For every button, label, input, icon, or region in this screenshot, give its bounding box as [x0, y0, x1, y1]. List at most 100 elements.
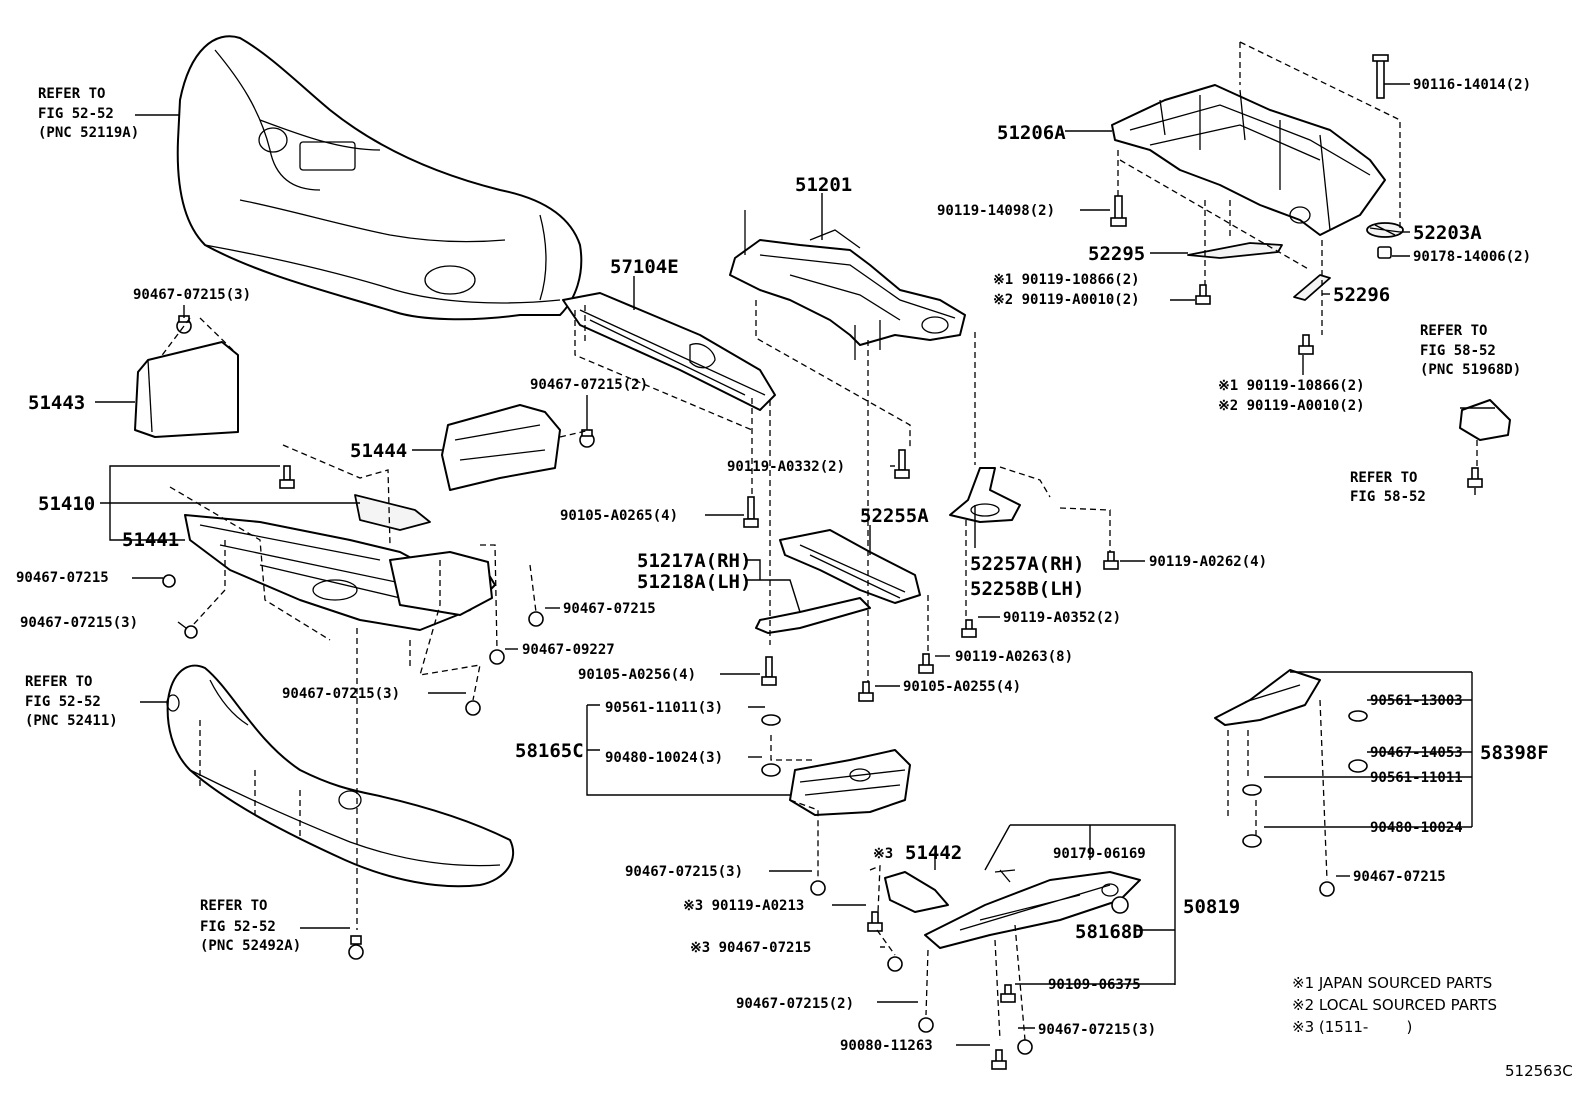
shield-58168D-illustration — [924, 869, 1141, 949]
label-90119-A0213: ※3 90119-A0213 — [683, 898, 804, 914]
bolt-icon — [961, 619, 977, 638]
label-90467-07215-mid: 90467-07215 — [563, 601, 656, 617]
refer-fig-52-52-line1: REFER TO — [38, 86, 105, 102]
bolt-icon — [1372, 54, 1389, 99]
label-90109-06375: 90109-06375 — [1048, 977, 1141, 993]
label-90480-10024: 90480-10024 — [1370, 820, 1463, 836]
bracket-52296-illustration — [1293, 274, 1331, 301]
label-90119-14098: 90119-14098(2) — [937, 203, 1055, 219]
lower-bumper-cover-illustration — [166, 664, 515, 888]
label-90561-13003: 90561-13003 — [1370, 693, 1463, 709]
figure-id: 512563C — [1505, 1062, 1573, 1080]
bolt-icon — [1467, 467, 1483, 488]
bolt-icon — [991, 1049, 1007, 1070]
label-90119-A0010-b: ※2 90119-A0010(2) — [1218, 398, 1365, 414]
bolt-icon — [761, 656, 777, 686]
bolt-icon — [1298, 334, 1314, 355]
clip-icon — [810, 880, 826, 896]
label-90467-07215-3-lower: 90467-07215(3) — [625, 864, 743, 880]
label-51201: 51201 — [795, 174, 852, 196]
label-90119-A0262: 90119-A0262(4) — [1149, 554, 1267, 570]
clip-icon — [162, 574, 176, 588]
clip-icon — [1319, 881, 1335, 897]
label-90467-14053: 90467-14053 — [1370, 745, 1463, 761]
label-90119-10866-a: ※1 90119-10866(2) — [993, 272, 1140, 288]
label-90119-A0010-a: ※2 90119-A0010(2) — [993, 292, 1140, 308]
legend-note-3: ※3 (1511- ) — [1292, 1018, 1412, 1036]
nut-icon — [761, 763, 781, 777]
refer-fig-52-52-lower-line3: (PNC 52411) — [25, 713, 118, 729]
clip-icon — [1017, 1039, 1033, 1055]
label-90480-10024-3: 90480-10024(3) — [605, 750, 723, 766]
refer-fig-52-52-line2: FIG 52-52 — [38, 106, 114, 122]
label-90467-07215-2-low: 90467-07215(2) — [736, 996, 854, 1012]
clip-icon — [184, 625, 198, 639]
refer-fig-52-52-lower-line2: FIG 52-52 — [25, 694, 101, 710]
nut-icon — [1348, 759, 1368, 773]
washer-icon — [1348, 710, 1368, 722]
label-58168D: 58168D — [1075, 921, 1144, 943]
bolt-icon — [918, 653, 934, 674]
label-90119-10866-b: ※1 90119-10866(2) — [1218, 378, 1365, 394]
nut-icon — [1377, 246, 1392, 259]
label-50819: 50819 — [1183, 896, 1240, 918]
label-90467-07215-2: 90467-07215(2) — [530, 377, 648, 393]
clip-icon — [918, 1017, 934, 1033]
panel-51443-illustration — [134, 341, 239, 438]
clip-icon — [1111, 896, 1129, 914]
label-90119-A0352: 90119-A0352(2) — [1003, 610, 1121, 626]
refer-fig-58-52-bottom-line1: REFER TO — [1350, 470, 1417, 486]
label-51217A-rh: 51217A(RH) — [637, 550, 751, 572]
washer-icon — [1242, 784, 1262, 796]
legend-note-1: ※1 JAPAN SOURCED PARTS — [1292, 974, 1492, 992]
bracket-51968D-illustration — [1459, 399, 1511, 441]
mount-52203A-illustration — [1366, 222, 1404, 238]
label-90105-A0256: 90105-A0256(4) — [578, 667, 696, 683]
label-51218A-lh: 51218A(LH) — [637, 571, 751, 593]
bolt-icon — [1110, 195, 1127, 227]
refer-fig-58-52-line2: FIG 58-52 — [1420, 343, 1496, 359]
bolt-icon — [279, 465, 295, 489]
label-90467-07215-3-bottom: 90467-07215(3) — [1038, 1022, 1156, 1038]
rear-crossmember-51206A-illustration — [1111, 84, 1386, 236]
label-51410: 51410 — [38, 493, 95, 515]
refer-fig-52-52-lower-line1: REFER TO — [25, 674, 92, 690]
leader-lines — [95, 83, 1495, 1046]
bolt-icon — [894, 449, 910, 479]
legend: ※1 JAPAN SOURCED PARTS ※2 LOCAL SOURCED … — [1292, 974, 1497, 1036]
stopper-52257A-illustration — [949, 467, 1021, 523]
label-52296: 52296 — [1333, 284, 1390, 306]
label-90178-14006: 90178-14006(2) — [1413, 249, 1531, 265]
label-51206A: 51206A — [997, 122, 1066, 144]
label-90105-A0255: 90105-A0255(4) — [903, 679, 1021, 695]
clip-icon — [348, 935, 364, 960]
label-90105-A0265: 90105-A0265(4) — [560, 508, 678, 524]
clip-icon — [887, 956, 903, 972]
refer-fig-52-52-bottom-line2: FIG 52-52 — [200, 919, 276, 935]
label-57104E: 57104E — [610, 256, 679, 278]
label-51442: 51442 — [905, 842, 962, 864]
mark-3-51442: ※3 — [873, 846, 893, 862]
bracket-52295-illustration — [1187, 242, 1283, 259]
label-90179-06169: 90179-06169 — [1053, 846, 1146, 862]
bolt-icon — [1195, 284, 1211, 305]
clip-icon — [489, 649, 505, 665]
label-58398F: 58398F — [1480, 742, 1549, 764]
bolt-icon — [867, 911, 883, 932]
label-90561-11011-3: 90561-11011(3) — [605, 700, 723, 716]
bracket-58398F-illustration — [1214, 669, 1321, 726]
nut-icon — [1242, 834, 1262, 848]
label-90119-A0263: 90119-A0263(8) — [955, 649, 1073, 665]
clip-icon — [465, 700, 481, 716]
clip-icon — [528, 611, 544, 627]
assembly-dashed-lines — [159, 41, 1478, 1041]
reinforcement-57104E-illustration — [562, 292, 776, 411]
label-90467-07215-3-left: 90467-07215(3) — [20, 615, 138, 631]
washer-icon — [761, 714, 781, 726]
legend-note-2: ※2 LOCAL SOURCED PARTS — [1292, 996, 1497, 1014]
shield-51442-illustration — [884, 871, 949, 913]
label-51441: 51441 — [122, 529, 179, 551]
refer-fig-52-52-bottom-line1: REFER TO — [200, 898, 267, 914]
label-90467-07215-3-bumper: 90467-07215(3) — [282, 686, 400, 702]
label-58165C: 58165C — [515, 740, 584, 762]
